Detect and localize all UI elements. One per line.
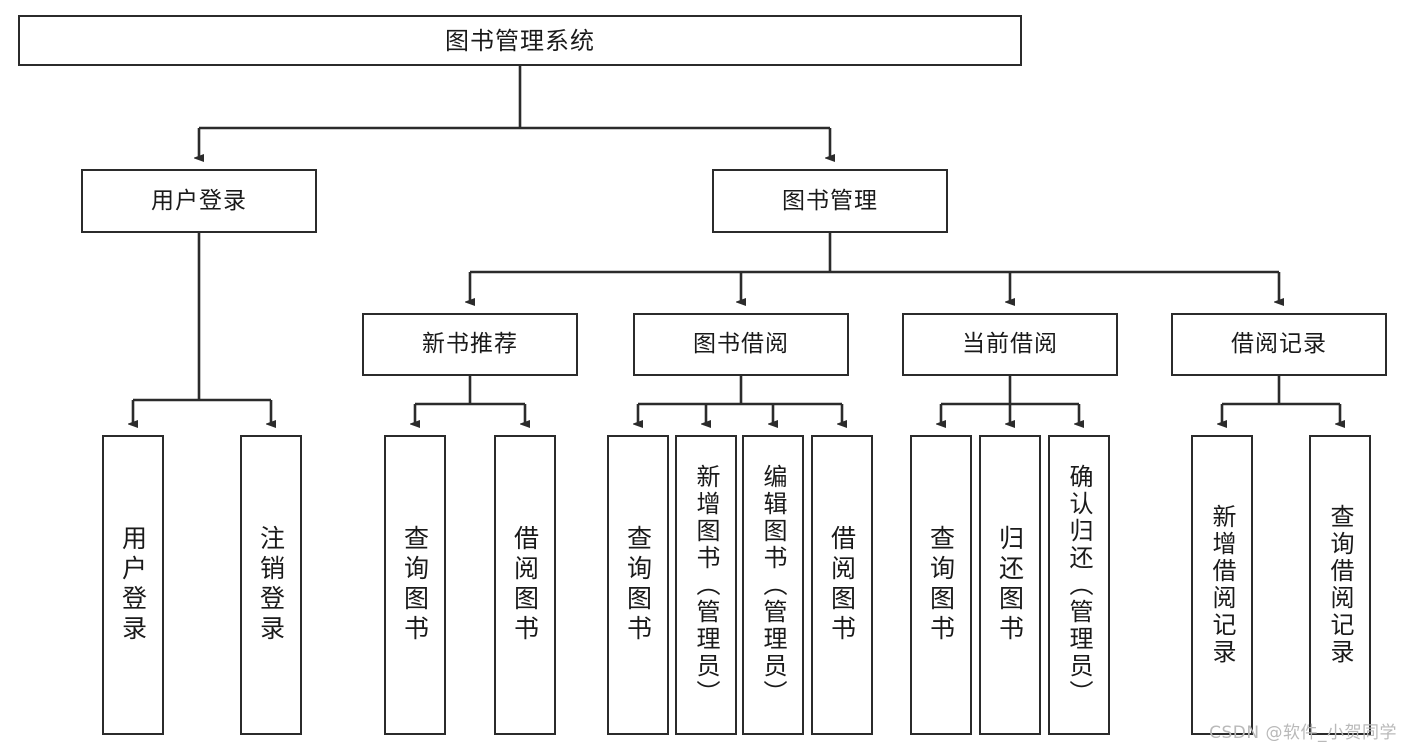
leaf-label: 编辑图书（管理员） [759, 463, 787, 707]
leaf-book-borrow-query[interactable]: 查询图书 [607, 435, 669, 735]
node-book-management[interactable]: 图书管理 [712, 169, 948, 233]
leaf-label: 查询图书 [400, 525, 430, 645]
node-borrow-record-label: 借阅记录 [1231, 331, 1327, 358]
node-new-book-recommend[interactable]: 新书推荐 [362, 313, 578, 376]
leaf-label: 确认归还（管理员） [1065, 463, 1093, 707]
node-root-label: 图书管理系统 [445, 26, 595, 55]
leaf-label: 查询图书 [623, 525, 653, 645]
node-new-book-recommend-label: 新书推荐 [422, 331, 518, 358]
leaf-label: 查询图书 [926, 525, 956, 645]
leaf-borrow-record-query[interactable]: 查询借阅记录 [1309, 435, 1371, 735]
leaf-user-login-login[interactable]: 用户登录 [102, 435, 164, 735]
leaf-book-borrow-borrow[interactable]: 借阅图书 [811, 435, 873, 735]
leaf-user-login-logout[interactable]: 注销登录 [240, 435, 302, 735]
leaf-current-borrow-confirm[interactable]: 确认归还（管理员） [1048, 435, 1110, 735]
node-book-management-label: 图书管理 [782, 187, 878, 214]
node-borrow-record[interactable]: 借阅记录 [1171, 313, 1387, 376]
leaf-label: 注销登录 [256, 525, 286, 645]
leaf-label: 查询借阅记录 [1326, 504, 1354, 666]
leaf-label: 用户登录 [118, 525, 148, 645]
watermark: CSDN @软件_小贺同学 [1209, 723, 1397, 743]
node-current-borrow-label: 当前借阅 [962, 331, 1058, 358]
node-user-login-label: 用户登录 [151, 187, 247, 214]
leaf-book-borrow-add[interactable]: 新增图书（管理员） [675, 435, 737, 735]
leaf-label: 新增借阅记录 [1208, 504, 1236, 666]
node-root[interactable]: 图书管理系统 [18, 15, 1022, 66]
leaf-borrow-record-add[interactable]: 新增借阅记录 [1191, 435, 1253, 735]
node-user-login[interactable]: 用户登录 [81, 169, 317, 233]
node-current-borrow[interactable]: 当前借阅 [902, 313, 1118, 376]
leaf-label: 新增图书（管理员） [692, 463, 720, 707]
leaf-new-book-borrow[interactable]: 借阅图书 [494, 435, 556, 735]
leaf-new-book-query[interactable]: 查询图书 [384, 435, 446, 735]
leaf-current-borrow-query[interactable]: 查询图书 [910, 435, 972, 735]
leaf-label: 借阅图书 [827, 525, 857, 645]
leaf-label: 归还图书 [995, 525, 1025, 645]
node-book-borrow-label: 图书借阅 [693, 331, 789, 358]
node-book-borrow[interactable]: 图书借阅 [633, 313, 849, 376]
leaf-label: 借阅图书 [510, 525, 540, 645]
leaf-current-borrow-return[interactable]: 归还图书 [979, 435, 1041, 735]
leaf-book-borrow-edit[interactable]: 编辑图书（管理员） [742, 435, 804, 735]
